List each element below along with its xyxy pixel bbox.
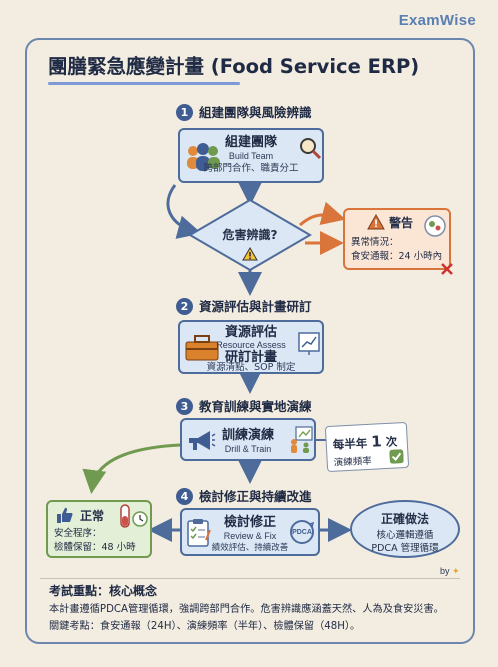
warning-title: 警告 [389, 216, 414, 230]
step-1-heading: 1 組建團隊與風險辨識 [176, 102, 312, 124]
by-label: by ✦ [440, 566, 460, 577]
by-text: by [440, 566, 450, 576]
magnifier-icon [300, 138, 322, 160]
frequency-number: 1 [370, 432, 383, 451]
drill-box: 訓練演練 Drill & Train [180, 418, 316, 461]
pdca-label: PDCA [292, 529, 312, 536]
warning-line2: 食安通報：24 小時內 [351, 251, 443, 262]
sparkle-icon: ✦ [452, 566, 460, 576]
resource-box: 資源評估 Resource Assess 研訂計畫 資源清點、SOP 制定 [178, 320, 324, 374]
trainer-board-icon [291, 426, 313, 453]
test-tube-clock-icon [120, 504, 148, 528]
drill-title: 訓練演練 [221, 428, 274, 443]
megaphone-icon [189, 431, 216, 450]
review-title: 檢討修正 [223, 515, 276, 530]
step-3-label: 教育訓練與實地演練 [199, 399, 312, 414]
step-2-number: 2 [176, 298, 193, 315]
step-3-heading: 3 教育訓練與實地演練 [176, 396, 312, 418]
arrow-drill-to-normal [82, 443, 181, 494]
step-2-heading: 2 資源評估與計畫研訂 [176, 296, 312, 318]
build-team-sub: 跨部門合作、職責分工 [203, 163, 299, 174]
page-title: 團膳緊急應變計畫 (Food Service ERP) [48, 55, 420, 78]
title-underline [48, 82, 240, 85]
frequency-line2: 演練頻率 [333, 455, 373, 469]
team-icon [187, 143, 220, 171]
petri-dish-icon [424, 215, 446, 237]
frequency-unit: 次 [385, 434, 398, 450]
build-team-title: 組建團隊 [224, 135, 277, 150]
resource-sub: 資源清點、SOP 制定 [206, 362, 296, 373]
step-1-label: 組建團隊與風險辨識 [199, 105, 312, 120]
normal-title: 正常 [80, 509, 105, 523]
pdca-cycle-icon [290, 520, 315, 544]
brand-logo: ExamWise [398, 12, 476, 29]
footer-heading: 考試重點：核心概念 [49, 584, 158, 598]
build-team-en: Build Team [228, 151, 274, 161]
frequency-line1: 每半年 [332, 435, 368, 452]
poster-frame [25, 38, 475, 644]
arrow-curve-left [166, 184, 202, 239]
caution-icon [242, 247, 258, 261]
frequency-note: 每半年 1 次 演練頻率 [324, 421, 410, 473]
resource-title: 資源評估 [224, 325, 277, 340]
normal-line1: 安全程序： [54, 528, 102, 539]
step-2-label: 資源評估與計畫研訂 [199, 299, 312, 314]
review-sub: 績效評估、持續改善 [211, 543, 289, 553]
warning-box: 警告 異常情況： 食安通報：24 小時內 [343, 208, 451, 270]
step-4-heading: 4 檢討修正與持續改進 [176, 486, 312, 508]
footer-line1: 本計畫遵循PDCA管理循環，強調跨部門合作。危害辨識應涵蓋天然、人為及食安災害。 [49, 604, 444, 615]
correct-title: 正確做法 [380, 512, 429, 526]
correct-line2: PDCA 管理循環 [371, 543, 439, 554]
step-1-number: 1 [176, 104, 193, 121]
review-box: PDCA 檢討修正 Review & Fix 績效評估、持續改善 [180, 508, 320, 556]
decision-diamond [188, 198, 312, 272]
build-team-box: 組建團隊 Build Team 跨部門合作、職責分工 [178, 128, 324, 183]
correct-line1: 核心邏輯遵循 [376, 530, 434, 541]
normal-box: 正常 安全程序： 檢體保留：48 小時 [46, 500, 152, 558]
thumbs-up-icon [57, 507, 73, 523]
decision-label: 危害辨識? [222, 228, 278, 242]
step-4-number: 4 [176, 488, 193, 505]
check-icon [389, 449, 404, 464]
step-4-label: 檢討修正與持續改進 [199, 489, 312, 504]
review-en: Review & Fix [223, 531, 277, 541]
chart-board-icon [298, 332, 320, 355]
warning-icon [367, 214, 385, 230]
footer-line2: 關鍵考點：食安通報（24H）、演練頻率（半年）、檢體保留（48H）。 [49, 621, 361, 632]
cross-icon [441, 263, 453, 275]
correct-practice-oval: 正確做法 核心邏輯遵循 PDCA 管理循環 [350, 500, 460, 558]
drill-en: Drill & Train [224, 444, 272, 454]
resource-en: Resource Assess [216, 340, 286, 350]
footer-divider [40, 578, 460, 579]
resource-title-2: 研訂計畫 [224, 350, 277, 365]
arrow-to-warning-top [299, 201, 346, 227]
normal-line2: 檢體保留：48 小時 [54, 542, 136, 553]
warning-line1: 異常情況： [351, 237, 399, 248]
step-3-number: 3 [176, 398, 193, 415]
clipboard-icon [187, 519, 211, 547]
toolbox-icon [185, 335, 219, 361]
